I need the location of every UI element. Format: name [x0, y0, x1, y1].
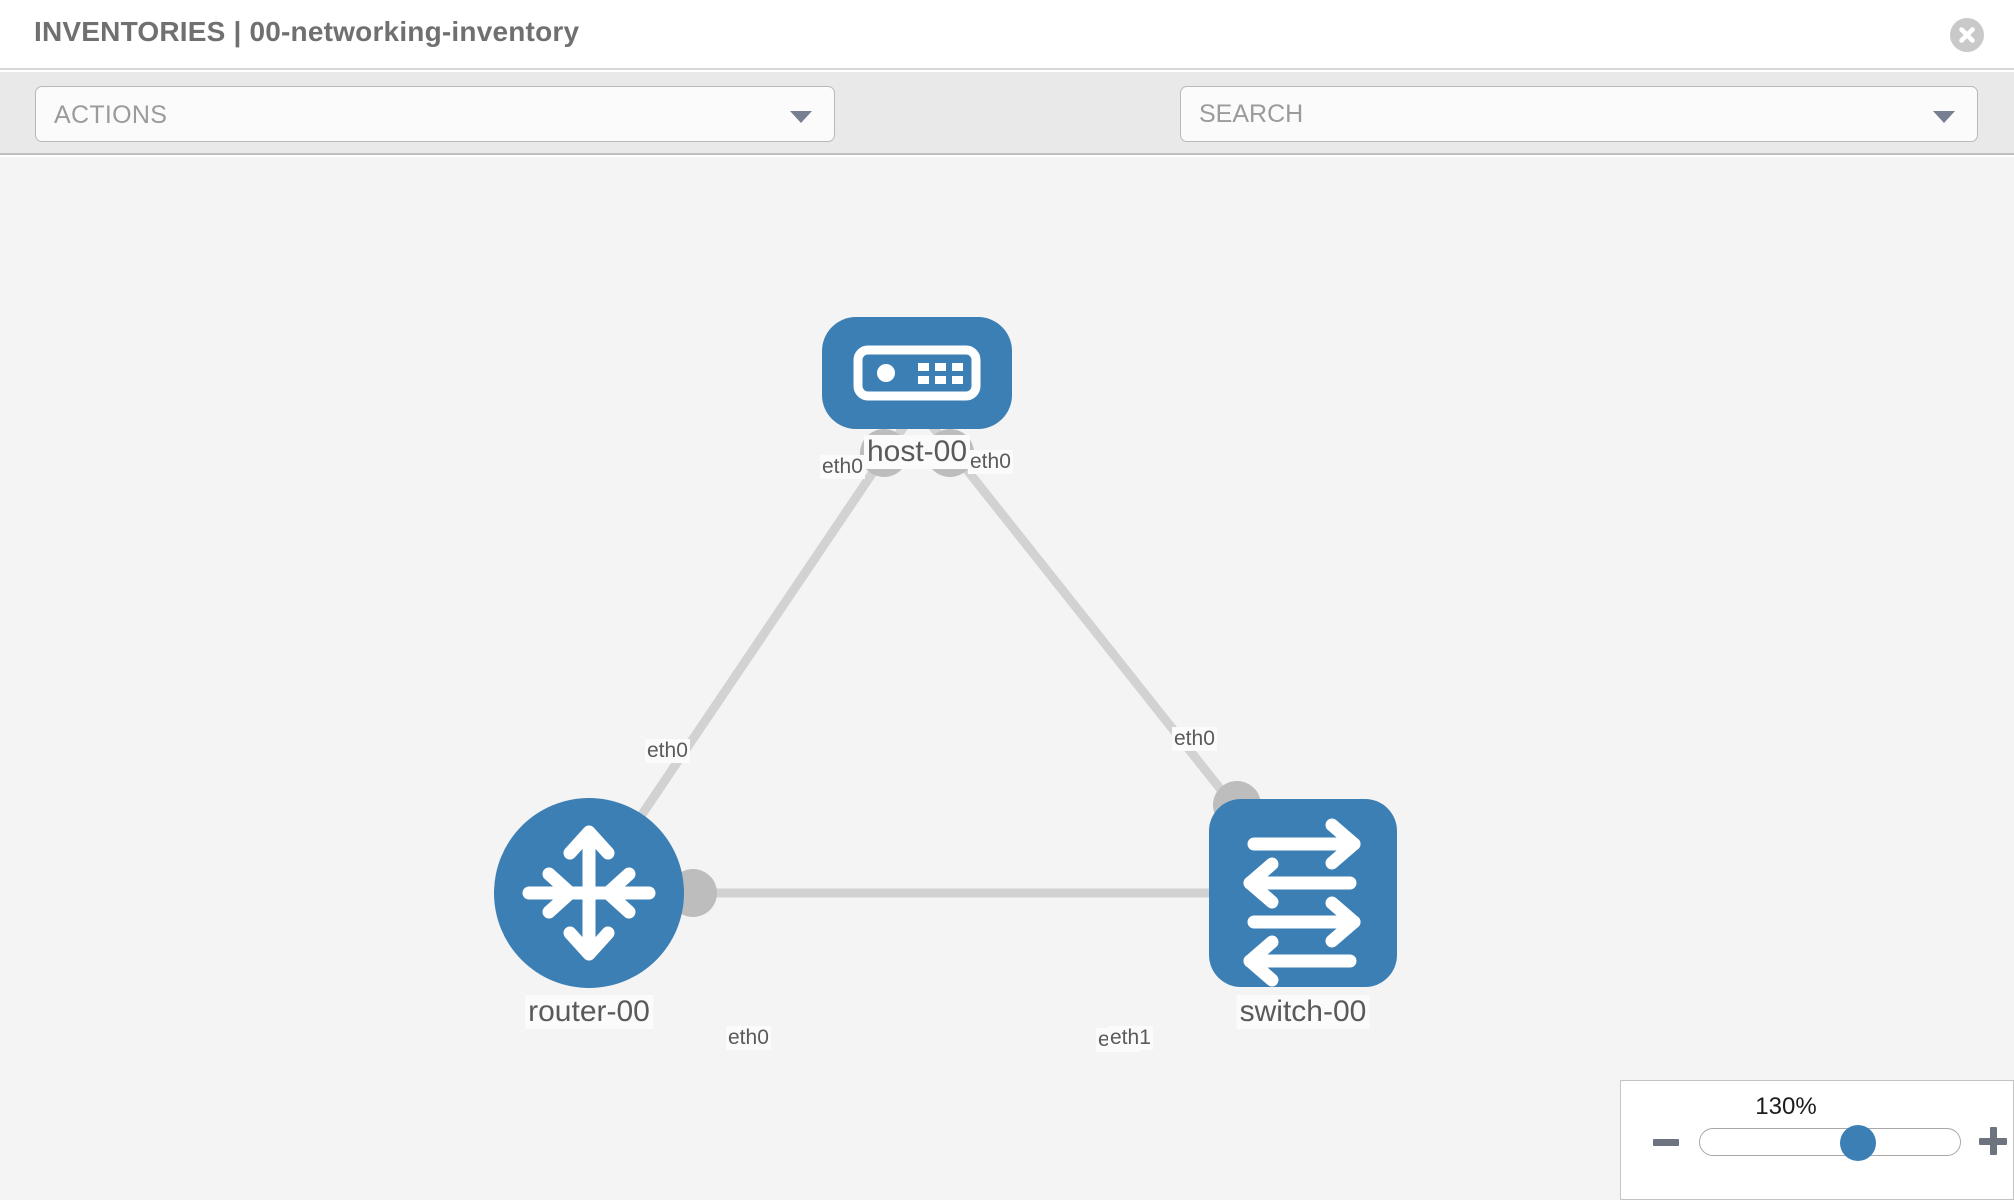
topology-ports — [669, 429, 1261, 917]
port-label-host00-switch-link: eth0 — [968, 450, 1013, 474]
close-icon[interactable] — [1950, 18, 1984, 52]
node-host-00[interactable] — [822, 317, 1012, 429]
search-input[interactable] — [1199, 87, 1899, 141]
node-label-switch-00: switch-00 — [1236, 995, 1370, 1029]
node-label-host-00: host-00 — [863, 435, 971, 469]
topology-links — [585, 404, 1307, 898]
topology-canvas[interactable]: host-00 router-00 switch-00 eth0 eth0 et… — [0, 157, 2014, 1200]
search-box[interactable] — [1180, 86, 1978, 142]
router-arrows-icon — [522, 825, 656, 961]
zoom-out-button[interactable] — [1653, 1139, 1679, 1146]
zoom-slider-thumb[interactable] — [1840, 1125, 1876, 1161]
port-label-router00-switch-link: eth0 — [726, 1026, 771, 1050]
topology-graph — [494, 317, 1397, 988]
zoom-in-button[interactable] — [1979, 1127, 2007, 1155]
actions-dropdown-label: ACTIONS — [54, 101, 168, 129]
node-switch-00[interactable] — [1209, 799, 1397, 987]
page-header: INVENTORIES | 00-networking-inventory — [0, 0, 2014, 70]
zoom-level-value: 130% — [1755, 1093, 1817, 1120]
port-label-switch00-host-link: eth0 — [1172, 727, 1217, 751]
chevron-down-icon — [790, 111, 812, 123]
node-router-00[interactable] — [494, 798, 684, 988]
server-icon — [853, 345, 981, 401]
toolbar: ACTIONS — [0, 72, 2014, 203]
port-label-router00-host-link: eth0 — [645, 739, 690, 763]
port-label-switch00-router-link: eth1 — [1108, 1026, 1153, 1050]
switch-arrows-icon — [1243, 818, 1361, 987]
zoom-control-panel: 130% — [1620, 1080, 2014, 1200]
port-label-host00-router-link: eth0 — [820, 455, 865, 479]
node-label-router-00: router-00 — [525, 995, 653, 1029]
page-title: INVENTORIES | 00-networking-inventory — [34, 16, 580, 47]
zoom-slider[interactable] — [1699, 1125, 1961, 1161]
link-host00-router00 — [585, 404, 921, 896]
search-chevron-down-icon[interactable] — [1933, 111, 1955, 123]
actions-dropdown[interactable]: ACTIONS — [35, 86, 835, 142]
